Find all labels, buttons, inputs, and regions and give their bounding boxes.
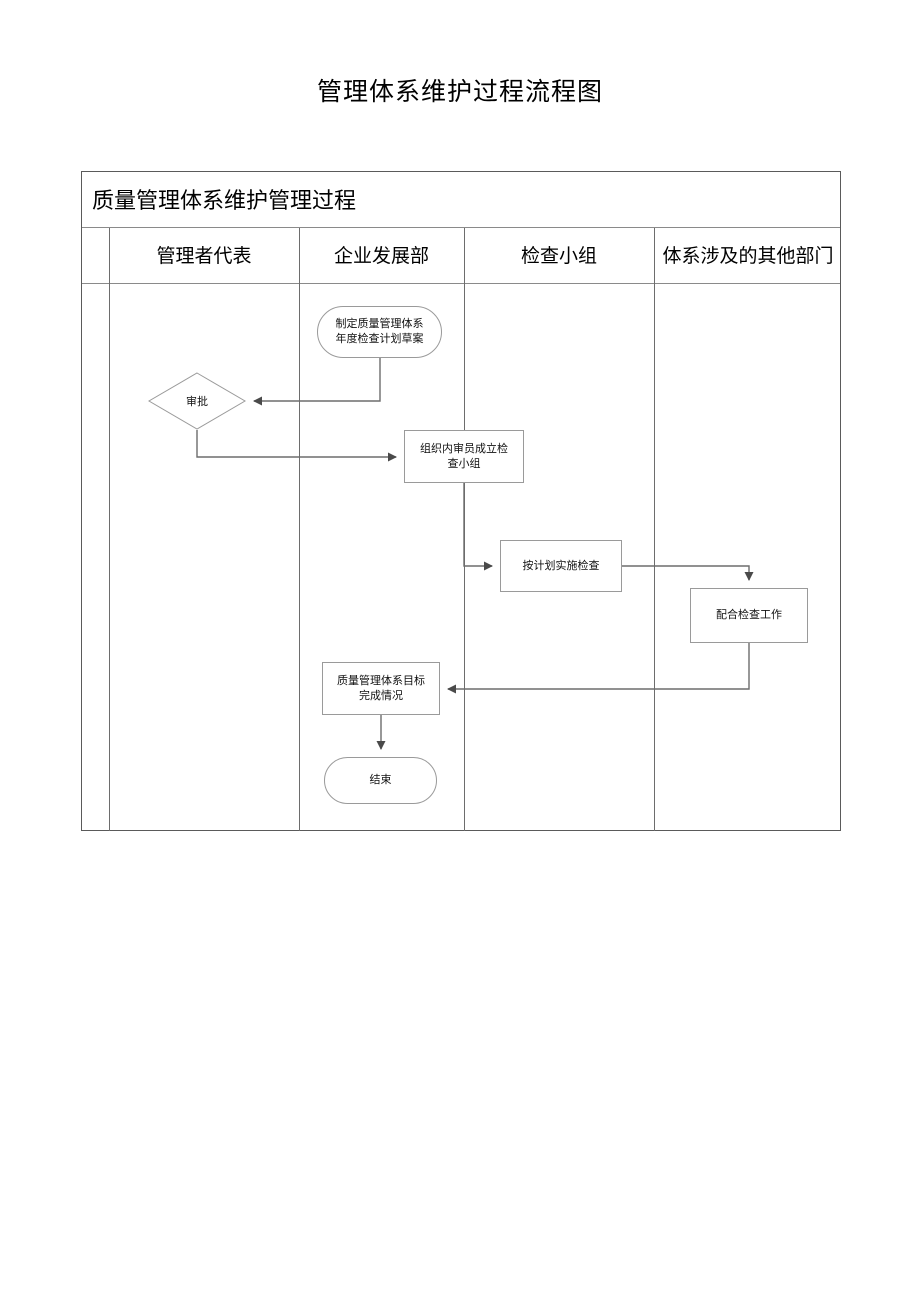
flow-node-do-inspection[interactable]: 按计划实施检查 — [500, 540, 622, 592]
flow-node-cooperate[interactable]: 配合检查工作 — [690, 588, 808, 643]
flow-node-draft-plan[interactable]: 制定质量管理体系年度检查计划草案 — [317, 306, 442, 358]
flow-node-cooperate-label: 配合检查工作 — [716, 608, 782, 622]
flow-node-form-team-label: 组织内审员成立检查小组 — [420, 441, 508, 470]
swimlane-caption-row: 质量管理体系维护管理过程 — [82, 172, 840, 228]
lane-header-management-rep: 管理者代表 — [156, 245, 252, 267]
column-separator-management-rep — [299, 228, 300, 831]
flow-node-end-label: 结束 — [369, 773, 392, 787]
diamond-shape-icon — [148, 372, 246, 430]
swimlane-caption: 质量管理体系维护管理过程 — [92, 189, 357, 214]
flow-node-goal-status[interactable]: 质量管理体系目标完成情况 — [322, 662, 440, 715]
lane-header-inspection-team: 检查小组 — [520, 245, 597, 267]
flow-node-do-inspection-label: 按计划实施检查 — [522, 558, 600, 572]
swimlane-header-row: 管理者代表 企业发展部 检查小组 体系涉及的其他部门 — [82, 228, 840, 284]
swimlane-diagram: 质量管理体系维护管理过程 管理者代表 企业发展部 检查小组 体系涉及的其他部门 — [81, 171, 841, 831]
flow-node-draft-plan-label: 制定质量管理体系年度检查计划草案 — [335, 317, 424, 345]
lane-header-other-departments: 体系涉及的其他部门 — [662, 245, 834, 267]
flow-node-form-team[interactable]: 组织内审员成立检查小组 — [404, 430, 524, 483]
page-title: 管理体系维护过程流程图 — [316, 77, 603, 106]
flow-node-approval[interactable]: 审批 — [148, 372, 246, 430]
column-separator-inspection-team — [654, 228, 655, 831]
lane-header-enterprise-dev: 企业发展部 — [333, 245, 429, 267]
flow-node-approval-label: 审批 — [186, 395, 208, 408]
flow-node-goal-status-label: 质量管理体系目标完成情况 — [337, 673, 425, 702]
flow-node-end[interactable]: 结束 — [324, 757, 437, 804]
column-separator-gutter — [109, 228, 110, 831]
column-separator-enterprise-dev — [464, 228, 465, 831]
